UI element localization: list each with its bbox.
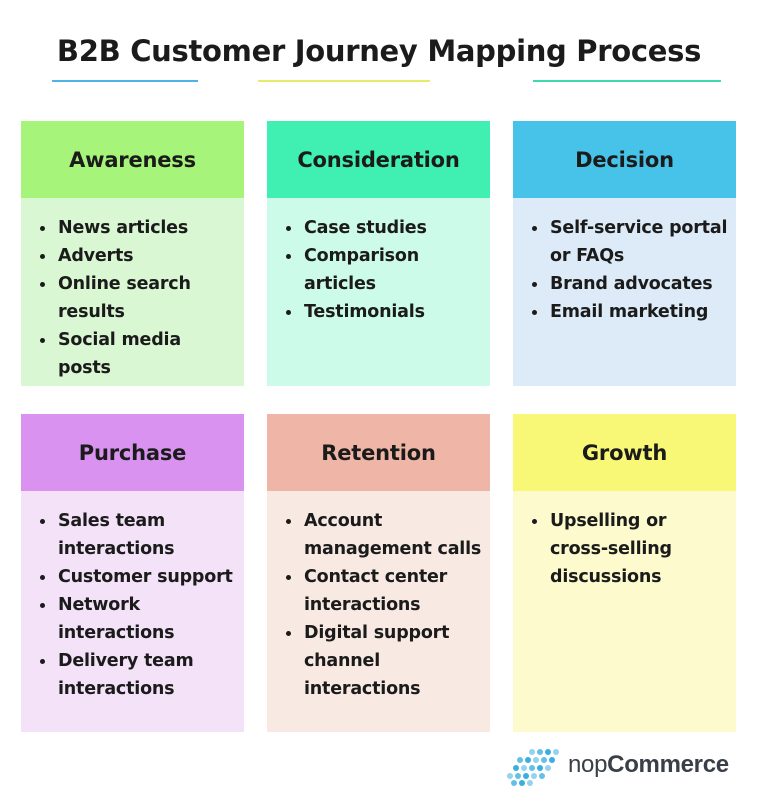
logo-text-light: nop (568, 751, 608, 778)
stage-title: Awareness (21, 121, 244, 198)
list-item: News articles (38, 214, 236, 242)
logo-dot (553, 749, 559, 755)
list-item: Digital support channel interactions (284, 619, 482, 703)
logo-dot (545, 749, 551, 755)
page-title: B2B Customer Journey Mapping Process (56, 34, 702, 68)
logo-dot (531, 773, 537, 779)
stage-title: Growth (513, 414, 736, 491)
logo-dot (525, 757, 531, 763)
logo-dot (529, 749, 535, 755)
logo-dot (539, 773, 545, 779)
title-underline-middle (258, 80, 430, 82)
logo-dot (537, 765, 543, 771)
logo-dot (521, 765, 527, 771)
list-item: Adverts (38, 242, 236, 270)
logo-dot (507, 773, 513, 779)
stage-touchpoints: Upselling or cross-selling discussions (513, 491, 736, 732)
stage-title: Purchase (21, 414, 244, 491)
logo-text-bold: Commerce (607, 751, 729, 778)
logo-dot (515, 773, 521, 779)
logo-dot (533, 757, 539, 763)
touchpoint-list: Upselling or cross-selling discussions (530, 507, 728, 591)
list-item: Upselling or cross-selling discussions (530, 507, 728, 591)
dot-grid-logo-icon (507, 749, 559, 786)
stage-title: Retention (267, 414, 490, 491)
list-item: Case studies (284, 214, 482, 242)
list-item: Delivery team interactions (38, 647, 236, 703)
list-item: Social media posts (38, 326, 236, 382)
logo-dot (523, 773, 529, 779)
logo-dot (517, 757, 523, 763)
list-item: Sales team interactions (38, 507, 236, 563)
logo-dot (537, 749, 543, 755)
logo-dot (545, 765, 551, 771)
title-underline-right (533, 80, 721, 82)
list-item: Testimonials (284, 298, 482, 326)
logo-dot (511, 780, 517, 786)
logo-text: nopCommerce (568, 751, 729, 779)
list-item: Email marketing (530, 298, 728, 326)
stage-title: Consideration (267, 121, 490, 198)
logo-dot (529, 765, 535, 771)
logo-dot (519, 780, 525, 786)
nopcommerce-logo: nopCommerce (506, 746, 738, 786)
list-item: Account management calls (284, 507, 482, 563)
list-item: Self-service portal or FAQs (530, 214, 728, 270)
title-underline-left (52, 80, 198, 82)
list-item: Comparison articles (284, 242, 482, 298)
logo-dot (549, 757, 555, 763)
list-item: Customer support (38, 563, 236, 591)
list-item: Online search results (38, 270, 236, 326)
logo-dot (527, 780, 533, 786)
logo-dot (541, 757, 547, 763)
list-item: Brand advocates (530, 270, 728, 298)
logo-dot (513, 765, 519, 771)
list-item: Contact center interactions (284, 563, 482, 619)
list-item: Network interactions (38, 591, 236, 647)
stage-title: Decision (513, 121, 736, 198)
